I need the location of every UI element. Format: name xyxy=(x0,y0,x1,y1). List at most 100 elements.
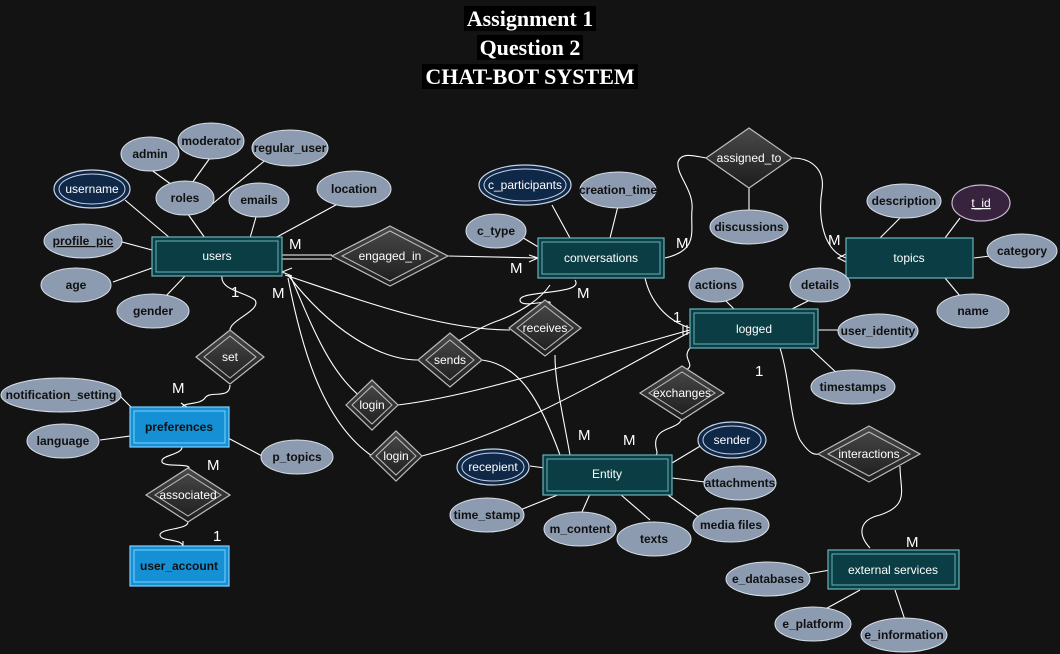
attribute-e-platform-label: e_platform xyxy=(782,617,843,631)
attribute-description-label: description xyxy=(872,194,937,208)
relationship-associated[interactable]: associated xyxy=(144,467,232,523)
attribute-e-information-label: e_information xyxy=(864,628,943,642)
attribute-e-databases-label: e_databases xyxy=(732,572,804,586)
diagram-title-line-3: CHAT-BOT SYSTEM xyxy=(0,64,1060,90)
attribute-time-stamp-label: time_stamp xyxy=(454,508,521,522)
cardinality-logged-bottom: 1 xyxy=(755,363,763,380)
cardinality-engaged-conversations: M xyxy=(510,260,523,277)
relationship-engaged-in[interactable]: engaged_in xyxy=(330,225,450,287)
attribute-c-type-label: c_type xyxy=(477,224,515,238)
attribute-category[interactable]: category xyxy=(986,233,1058,269)
attribute-creation-time[interactable]: creation_time xyxy=(579,171,657,209)
entity-conversations[interactable]: conversations xyxy=(537,237,665,279)
attribute-moderator-label: moderator xyxy=(181,134,241,148)
relationship-interactions[interactable]: interactions xyxy=(816,425,922,483)
attribute-admin-label: admin xyxy=(132,147,167,161)
attribute-language[interactable]: language xyxy=(26,423,100,459)
attribute-admin[interactable]: admin xyxy=(120,136,180,172)
attribute-name[interactable]: name xyxy=(936,293,1010,329)
cardinality-preferences-set: M xyxy=(172,380,185,397)
attribute-recepient[interactable]: recepient xyxy=(456,448,530,486)
attribute-emails[interactable]: emails xyxy=(228,182,290,218)
attribute-timestamps[interactable]: timestamps xyxy=(810,369,896,405)
cardinality-entity-right: M xyxy=(623,432,636,449)
attribute-moderator[interactable]: moderator xyxy=(177,122,245,160)
diagram-title-line-2: Question 2 xyxy=(0,35,1060,61)
relationship-login-2[interactable]: login xyxy=(369,430,423,482)
attribute-attachments-label: attachments xyxy=(705,476,776,490)
attribute-location[interactable]: location xyxy=(316,170,392,208)
attribute-c-type[interactable]: c_type xyxy=(465,213,527,249)
attribute-details[interactable]: details xyxy=(789,267,851,303)
attribute-m-content-label: m_content xyxy=(550,522,611,536)
relationship-set-label: set xyxy=(222,350,239,364)
relationship-interactions-label: interactions xyxy=(838,447,899,461)
attribute-roles[interactable]: roles xyxy=(155,180,215,216)
attribute-user-identity[interactable]: user_identity xyxy=(837,313,919,349)
attribute-emails-label: emails xyxy=(240,193,278,207)
entity-external-services-label: external services xyxy=(848,563,938,577)
attribute-age[interactable]: age xyxy=(40,267,112,303)
entity-users-label: users xyxy=(202,249,231,263)
entity-user-account-label: user_account xyxy=(140,559,218,573)
attribute-m-content[interactable]: m_content xyxy=(543,511,617,547)
relationship-receives[interactable]: receives xyxy=(508,299,582,357)
attribute-texts[interactable]: texts xyxy=(616,521,692,557)
attribute-notification-setting[interactable]: notification_setting xyxy=(0,377,122,413)
relationship-assigned-to-label: assigned_to xyxy=(717,151,782,165)
attribute-p-topics[interactable]: p_topics xyxy=(260,439,334,475)
attribute-name-label: name xyxy=(957,304,989,318)
attribute-username[interactable]: username xyxy=(53,169,131,209)
cardinality-external-services: M xyxy=(906,534,919,551)
entity-users[interactable]: users xyxy=(151,236,283,277)
attribute-t-id[interactable]: t_id xyxy=(951,184,1011,222)
entity-logged[interactable]: logged xyxy=(689,308,819,349)
entity-entity-label: Entity xyxy=(592,467,622,481)
attribute-profile-pic-label: profile_pic xyxy=(53,234,114,248)
relationship-login-1[interactable]: login xyxy=(345,379,399,431)
entity-user-account[interactable]: user_account xyxy=(129,545,230,587)
attribute-time-stamp[interactable]: time_stamp xyxy=(449,497,525,533)
attribute-regular-user-label: regular_user xyxy=(254,141,327,155)
attribute-attachments[interactable]: attachments xyxy=(703,465,777,501)
diagram-title-line-1: Assignment 1 xyxy=(0,6,1060,32)
attribute-c-participants[interactable]: c_participants xyxy=(478,164,572,206)
cardinality-logged-top: 1 xyxy=(673,309,681,326)
attribute-roles-label: roles xyxy=(171,191,200,205)
relationship-sends[interactable]: sends xyxy=(417,332,483,388)
cardinality-topics-assigned: M xyxy=(828,232,841,249)
attribute-discussions[interactable]: discussions xyxy=(709,209,789,245)
attribute-language-label: language xyxy=(37,434,90,448)
attribute-details-label: details xyxy=(801,278,839,292)
attribute-profile-pic[interactable]: profile_pic xyxy=(43,223,123,259)
attribute-actions-label: actions xyxy=(695,278,737,292)
attribute-t-id-label: t_id xyxy=(971,196,990,210)
attribute-actions[interactable]: actions xyxy=(688,267,744,303)
relationship-set[interactable]: set xyxy=(195,329,265,385)
attribute-gender[interactable]: gender xyxy=(116,293,190,329)
relationship-engaged-in-label: engaged_in xyxy=(359,249,422,263)
cardinality-users-set: 1 xyxy=(231,284,239,301)
entity-preferences[interactable]: preferences xyxy=(129,406,230,448)
attribute-sender[interactable]: sender xyxy=(697,421,767,459)
cardinality-preferences-associated: M xyxy=(207,457,220,474)
entity-entity[interactable]: Entity xyxy=(542,454,673,496)
relationship-login-1-label: login xyxy=(359,398,384,412)
attribute-e-databases[interactable]: e_databases xyxy=(725,561,811,597)
relationship-sends-label: sends xyxy=(434,353,466,367)
entity-external-services[interactable]: external services xyxy=(827,549,960,590)
attribute-media-files[interactable]: media files xyxy=(692,507,770,543)
attribute-age-label: age xyxy=(66,278,87,292)
relationship-associated-label: associated xyxy=(159,488,216,502)
entity-topics[interactable]: topics xyxy=(845,237,974,279)
attribute-e-information[interactable]: e_information xyxy=(860,617,948,653)
cardinality-users-engaged: M xyxy=(289,236,302,253)
attribute-gender-label: gender xyxy=(133,304,173,318)
relationship-exchanges[interactable]: exchanges xyxy=(638,365,726,421)
attribute-texts-label: texts xyxy=(640,532,668,546)
attribute-regular-user[interactable]: regular_user xyxy=(251,129,329,167)
attribute-notification-setting-label: notification_setting xyxy=(6,388,117,402)
attribute-e-platform[interactable]: e_platform xyxy=(774,606,852,642)
attribute-description[interactable]: description xyxy=(866,183,942,219)
relationship-assigned-to[interactable]: assigned_to xyxy=(704,127,794,189)
